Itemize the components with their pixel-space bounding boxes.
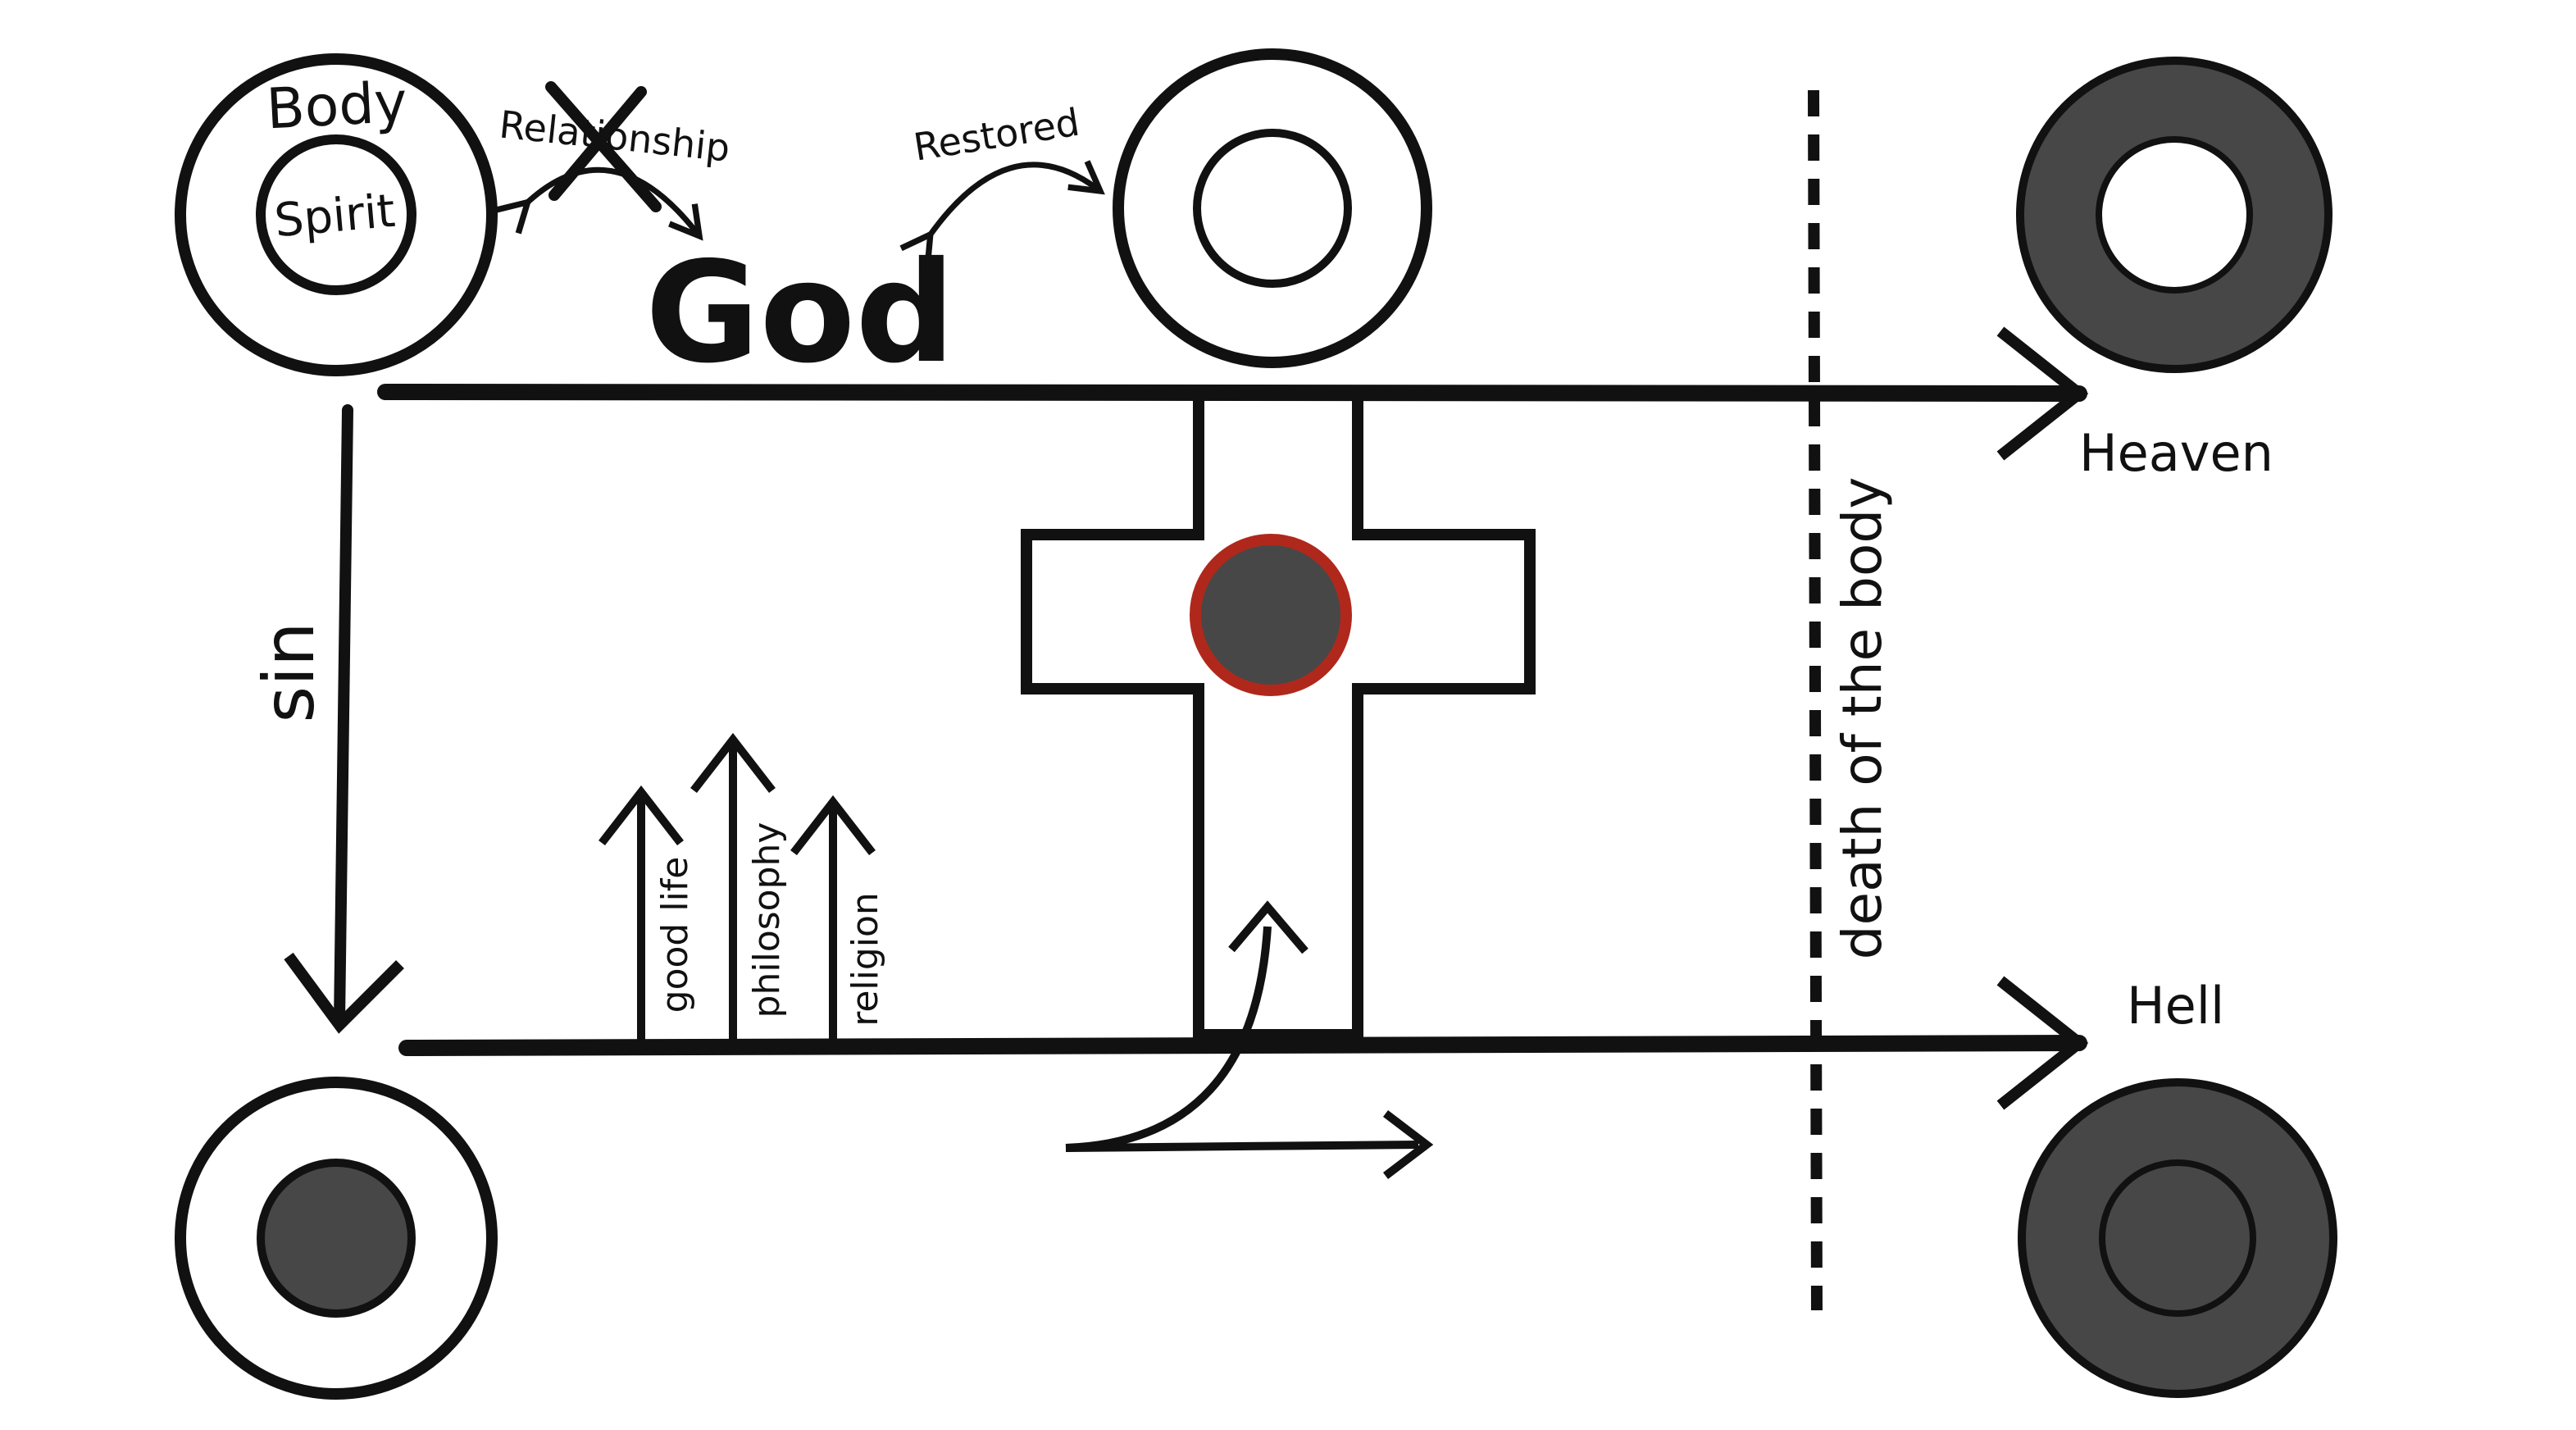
religion-label: religion — [844, 892, 886, 1027]
sin-arrow-line — [334, 404, 353, 1027]
restored-label: Restored — [911, 100, 1083, 170]
hell-arrowhead — [1996, 976, 2089, 1110]
person-hell — [2018, 1078, 2337, 1398]
good-life-label: good life — [654, 857, 696, 1013]
spirit-label: Spirit — [272, 184, 397, 248]
redemption-arrow-up — [1065, 926, 1272, 1152]
x-mark-icon — [545, 81, 662, 212]
death-of-the-body-label: death of the body — [1831, 477, 1894, 960]
sin-label: sin — [248, 622, 330, 722]
redemption-arrow-right — [1065, 1141, 1419, 1152]
path-to-heaven-line — [377, 384, 2087, 402]
person-restored — [1113, 48, 1432, 368]
body-label: Body — [265, 71, 409, 143]
god-label: God — [645, 232, 955, 394]
hell-label: Hell — [2127, 976, 2224, 1036]
cross-center-circle — [1190, 534, 1352, 696]
sin-arrowhead — [284, 952, 404, 1034]
person-fallen — [175, 1077, 498, 1400]
cross-icon — [1021, 400, 1536, 1041]
philosophy-label: philosophy — [746, 822, 788, 1018]
redemption-arrow-up-head — [1228, 900, 1308, 954]
death-of-the-body-line — [1808, 89, 1823, 1311]
person-body-spirit — [175, 53, 498, 376]
human-efforts — [598, 732, 876, 1043]
person-heaven — [2016, 57, 2333, 373]
heaven-label: Heaven — [2079, 423, 2273, 483]
restored-relationship-arrow — [899, 160, 1105, 267]
redemption-arrow-right-head — [1382, 1110, 1434, 1179]
heaven-arrowhead — [1996, 326, 2089, 461]
broken-relationship-arrow — [495, 166, 703, 241]
